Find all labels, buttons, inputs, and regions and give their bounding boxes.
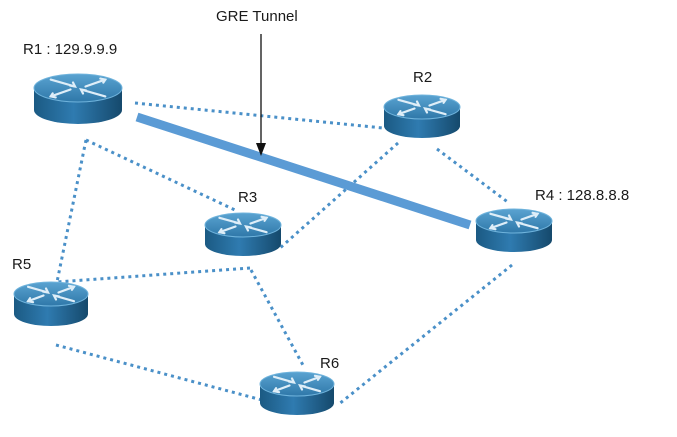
link-r1-r3 [85,138,236,212]
router-r3-icon [204,212,282,256]
link-r3-r6 [249,269,306,368]
router-arrows-icon [488,211,540,231]
links-layer [55,101,513,406]
router-arrows-icon [48,77,108,99]
link-r2-r3 [279,141,399,250]
gre-tunnel-label: GRE Tunnel [216,8,298,25]
link-r2-r4 [436,147,510,205]
gre-tunnel-line [135,112,472,230]
router-r1-label: R1 : 129.9.9.9 [23,41,118,58]
router-r6-label: R6 [320,355,340,372]
router-arrows-icon [396,97,448,117]
router-r6-icon [259,371,335,415]
link-r1-r5 [55,139,88,283]
router-r5-icon [13,281,89,326]
router-r2-icon [383,94,461,138]
router-r4-label: R4 : 128.8.8.8 [535,187,630,204]
router-arrows-icon [26,284,76,304]
tunnel-layer [135,34,472,230]
link-r3-r5 [56,266,251,284]
routers-layer [13,73,553,415]
router-r1-icon [33,73,123,124]
router-arrows-icon [272,374,322,394]
router-r4-icon [475,208,553,252]
router-arrows-icon [217,215,269,235]
router-r3-label: R3 [238,189,258,206]
link-r5-r6 [55,343,263,402]
tunnel-pointer-arrowhead [256,143,266,156]
router-r2-label: R2 [413,69,433,86]
link-r4-r6 [338,263,513,406]
router-r5-label: R5 [12,256,32,273]
